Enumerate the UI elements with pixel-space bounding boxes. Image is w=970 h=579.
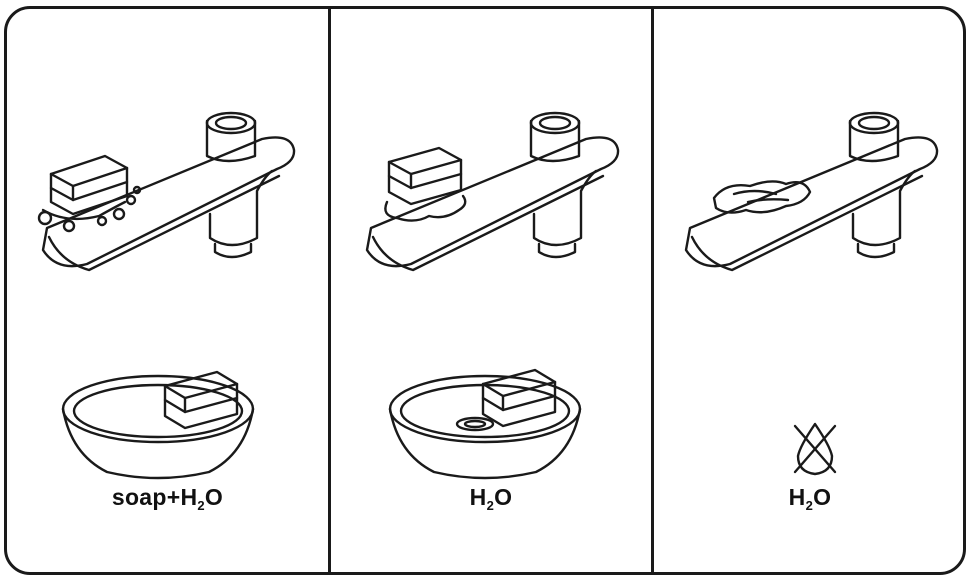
cloth-icon <box>712 180 812 214</box>
faucet-icon <box>41 111 296 272</box>
panel-soap-water: soap+H2O <box>7 6 328 575</box>
no-water-icon <box>793 422 837 476</box>
water-puddle-icon <box>384 194 467 222</box>
panel-dry: H2O <box>654 6 966 575</box>
panel-divider-2 <box>651 6 654 575</box>
sponge-icon <box>387 146 463 206</box>
water-bowl-icon <box>61 374 255 480</box>
faucet-icon <box>365 111 620 272</box>
water-bowl-icon <box>388 374 582 480</box>
soap-bubbles-icon <box>37 185 142 233</box>
sponge-icon <box>163 370 239 430</box>
sponge-icon <box>49 154 129 216</box>
caption-water: H2O <box>469 484 513 513</box>
panel-divider-1 <box>328 6 331 575</box>
caption-no-water: H2O <box>788 484 832 513</box>
panel-water: H2O <box>331 6 651 575</box>
faucet-icon <box>684 111 939 272</box>
caption-soap-water: soap+H2O <box>111 484 224 513</box>
sponge-icon <box>481 368 557 428</box>
instruction-frame <box>4 6 966 575</box>
